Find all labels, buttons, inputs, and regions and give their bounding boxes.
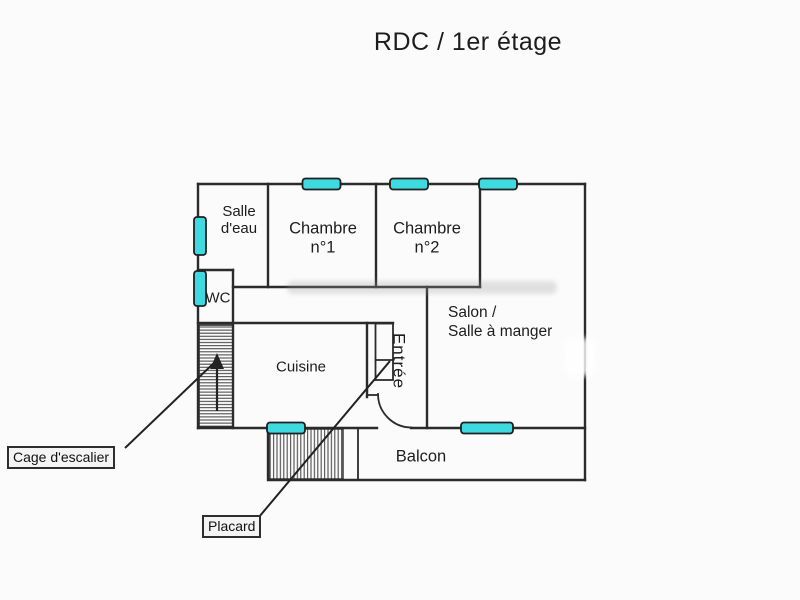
- room-label-chambre-1: Chambre n°1: [289, 219, 357, 256]
- callout-cage-escalier: Cage d'escalier: [7, 446, 116, 469]
- window-icon-left-1: [193, 216, 207, 256]
- window-icon-left-2: [193, 270, 207, 307]
- window-icon-top-1: [301, 177, 342, 191]
- window-icon-top-2: [389, 177, 429, 191]
- room-label-salle-deau: Salle d'eau: [220, 203, 258, 237]
- callout-placard: Placard: [202, 515, 262, 538]
- wall-balcony: [266, 426, 587, 482]
- room-label-chambre-2: Chambre n°2: [393, 219, 461, 256]
- window-icon-bottom-salon: [460, 421, 514, 435]
- room-label-cuisine: Cuisine: [275, 358, 327, 376]
- room-label-balcon: Balcon: [395, 447, 447, 466]
- leader-line-placard: [258, 360, 391, 518]
- window-icon-top-3: [478, 177, 518, 191]
- room-label-entree: Entrée: [389, 332, 409, 390]
- leader-line-cage-escalier: [124, 359, 218, 449]
- window-icon-bottom-cuisine: [266, 421, 306, 435]
- balcony-hatch-area: [268, 428, 344, 480]
- room-label-wc: WC: [205, 289, 231, 307]
- plan-title: RDC / 1er étage: [373, 28, 563, 56]
- placard-closet-box: [374, 322, 394, 381]
- door-swing-arc: [377, 393, 413, 429]
- room-label-salon: Salon / Salle à manger: [448, 304, 553, 340]
